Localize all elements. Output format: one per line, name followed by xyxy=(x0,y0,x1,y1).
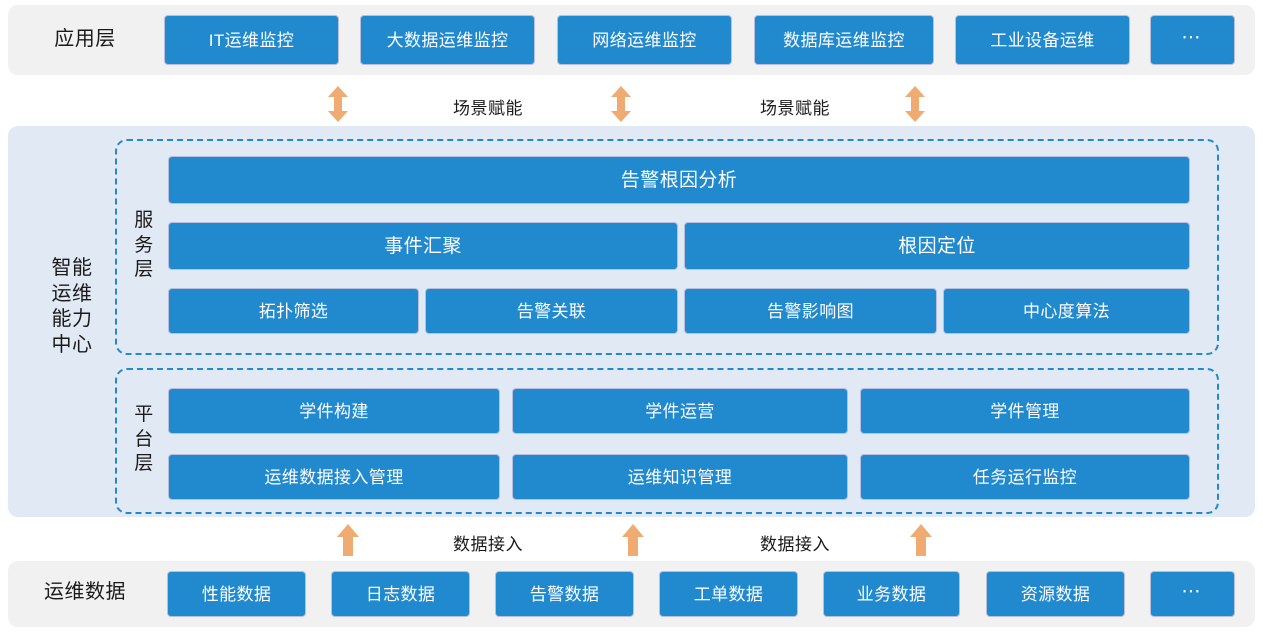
platform-node-learnware-operation[interactable]: 学件运营 xyxy=(512,388,848,434)
app-node-network-ops[interactable]: 网络运维监控 xyxy=(557,15,732,65)
platform-node-ops-data-access-management[interactable]: 运维数据接入管理 xyxy=(168,454,500,500)
capability-center-label: 智能 运维 能力 中心 xyxy=(51,257,93,356)
app-node-industrial-ops[interactable]: 工业设备运维 xyxy=(955,15,1130,65)
top-connector-label-1: 场景赋能 xyxy=(453,99,523,118)
single-arrow-up-icon-1 xyxy=(337,524,359,556)
service-node-event-aggregation[interactable]: 事件汇聚 xyxy=(168,222,678,270)
platform-node-task-run-monitoring[interactable]: 任务运行监控 xyxy=(860,454,1190,500)
data-node-ticket[interactable]: 工单数据 xyxy=(659,571,798,617)
single-arrow-up-icon-3 xyxy=(910,524,932,556)
platform-layer-label: 平 台 层 xyxy=(134,404,154,475)
service-layer-label: 服 务 层 xyxy=(134,210,154,281)
data-node-more[interactable]: ⋯ xyxy=(1150,571,1235,617)
data-node-alarm[interactable]: 告警数据 xyxy=(495,571,634,617)
service-node-alarm-impact-graph[interactable]: 告警影响图 xyxy=(684,288,937,334)
data-node-performance[interactable]: 性能数据 xyxy=(167,571,306,617)
double-arrow-vertical-icon-1 xyxy=(328,86,348,122)
data-layer-label: 运维数据 xyxy=(44,581,126,603)
app-node-database-ops[interactable]: 数据库运维监控 xyxy=(754,15,934,65)
platform-layer-group xyxy=(115,368,1219,514)
single-arrow-up-icon-2 xyxy=(622,524,644,556)
bottom-connector-label-1: 数据接入 xyxy=(453,535,523,554)
app-node-more[interactable]: ⋯ xyxy=(1150,15,1235,65)
data-node-business[interactable]: 业务数据 xyxy=(823,571,960,617)
data-node-resource[interactable]: 资源数据 xyxy=(986,571,1125,617)
service-node-topology-filter[interactable]: 拓扑筛选 xyxy=(168,288,419,334)
bottom-connector-label-2: 数据接入 xyxy=(760,535,830,554)
platform-node-ops-knowledge-management[interactable]: 运维知识管理 xyxy=(512,454,848,500)
app-node-it-ops[interactable]: IT运维监控 xyxy=(164,15,339,65)
app-node-bigdata-ops[interactable]: 大数据运维监控 xyxy=(360,15,535,65)
top-connector-label-2: 场景赋能 xyxy=(760,99,830,118)
double-arrow-vertical-icon-3 xyxy=(905,86,925,122)
platform-node-learnware-management[interactable]: 学件管理 xyxy=(860,388,1190,434)
service-node-centrality-algorithm[interactable]: 中心度算法 xyxy=(943,288,1190,334)
service-node-alarm-root-cause-analysis[interactable]: 告警根因分析 xyxy=(168,156,1190,204)
service-node-alarm-correlation[interactable]: 告警关联 xyxy=(425,288,678,334)
double-arrow-vertical-icon-2 xyxy=(611,86,631,122)
data-node-log[interactable]: 日志数据 xyxy=(331,571,470,617)
platform-node-learnware-construction[interactable]: 学件构建 xyxy=(168,388,500,434)
service-layer-group xyxy=(115,139,1219,355)
application-layer-label: 应用层 xyxy=(54,28,116,50)
service-node-root-cause-location[interactable]: 根因定位 xyxy=(684,222,1190,270)
